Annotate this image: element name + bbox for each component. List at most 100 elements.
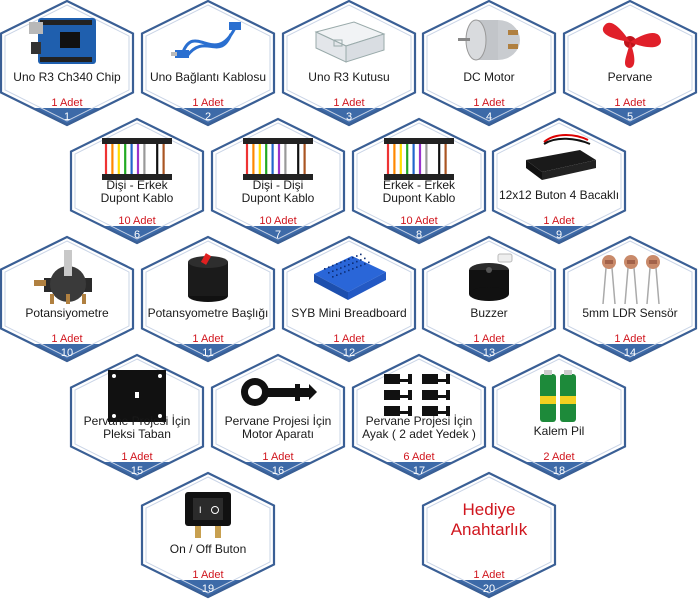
product-number: 16 [271, 465, 285, 477]
buzzer-icon [446, 248, 532, 306]
product-tile: Uno Bağlantı Kablosu 1 Adet 2 [140, 0, 276, 127]
product-tile: Potansiyometre 1 Adet 10 [0, 235, 135, 363]
product-quantity: 1 Adet [614, 333, 646, 345]
hex-frame [140, 0, 276, 127]
product-name: 5mm LDR Sensör [582, 306, 678, 320]
jumper-wires-icon [94, 130, 180, 188]
aa-battery-icon [516, 366, 602, 424]
svg-text:I: I [199, 505, 202, 515]
product-name-line: Erkek - Erkek [382, 178, 455, 192]
hex-frame [351, 353, 487, 481]
product-number: 15 [130, 465, 144, 477]
product-name: Potansyometre Başlığı [147, 306, 269, 320]
product-name-line: Pervane Projesi İçin [365, 414, 473, 428]
product-name: Potansiyometre [25, 306, 109, 320]
product-number: 2 [204, 111, 212, 123]
product-name-line: Pervane Projesi İçin [83, 414, 191, 428]
product-quantity: 1 Adet [192, 97, 224, 109]
knob-icon [165, 248, 251, 306]
product-name: Uno R3 Ch340 Chip [13, 70, 121, 84]
product-name: Pervane [607, 70, 653, 84]
breadboard-icon [306, 248, 392, 306]
product-quantity: 1 Adet [192, 569, 224, 581]
ldr-sensor-icon [587, 248, 673, 306]
product-name: SYB Mini Breadboard [291, 306, 407, 320]
hex-frame [210, 353, 346, 481]
product-quantity: 1 Adet [51, 333, 83, 345]
product-number: 6 [133, 229, 141, 241]
product-name: On / Off Buton [169, 542, 247, 556]
jumper-wires-icon [235, 130, 321, 188]
legs-icon [376, 366, 462, 424]
product-name: Uno R3 Kutusu [308, 70, 390, 84]
hex-frame [351, 117, 487, 245]
plexi-base-icon [94, 366, 180, 424]
hex-frame [562, 235, 698, 363]
product-name: DC Motor [463, 70, 515, 84]
product-name-line: Pleksi Taban [103, 427, 171, 441]
product-quantity: 1 Adet [51, 97, 83, 109]
product-quantity: 1 Adet [473, 97, 505, 109]
product-name: Buzzer [470, 306, 508, 320]
product-name-line: Dupont Kablo [382, 191, 456, 205]
product-number: 7 [274, 229, 282, 241]
gift-quantity: 1 Adet [473, 569, 505, 581]
product-quantity: 1 Adet [262, 451, 294, 463]
potentiometer-icon [24, 248, 110, 306]
product-number: 9 [555, 229, 563, 241]
gift-title-line: Hediye [462, 500, 516, 519]
jumper-wires-icon [376, 130, 462, 188]
product-number: 14 [623, 347, 637, 359]
product-name-line: Dişi - Dişi [252, 178, 304, 192]
battery-holder-icon [516, 130, 602, 188]
product-number: 18 [552, 465, 566, 477]
product-name-line: Motor Aparatı [241, 427, 315, 441]
usb-cable-icon [165, 12, 251, 70]
rocker-switch-icon: I [165, 484, 251, 542]
product-number: 17 [412, 465, 426, 477]
product-number: 8 [415, 229, 423, 241]
product-name-line: Ayak ( 2 adet Yedek ) [362, 427, 476, 441]
hex-frame [491, 353, 627, 481]
gift-title-line: Anahtarlık [450, 520, 528, 539]
propeller-icon [587, 12, 673, 70]
product-name: Uno Bağlantı Kablosu [149, 70, 267, 84]
dc-motor-icon [446, 12, 532, 70]
product-number: 10 [60, 347, 74, 359]
arduino-board-icon [24, 12, 110, 70]
product-name-line: Dupont Kablo [100, 191, 174, 205]
product-name: Kalem Pil [533, 424, 585, 438]
product-name-line: Pervane Projesi İçin [224, 414, 332, 428]
product-quantity: 1 Adet [121, 451, 153, 463]
product-quantity: 10 Adet [259, 215, 297, 227]
product-name-line: Dişi - Erkek [106, 178, 168, 192]
product-number: 11 [202, 347, 214, 359]
product-quantity: 1 Adet [473, 333, 505, 345]
product-number: 3 [345, 111, 353, 123]
product-number: 1 [63, 111, 71, 123]
product-name: 12x12 Buton 4 Bacaklı [498, 188, 620, 202]
motor-bracket-icon [235, 366, 321, 424]
product-quantity: 1 Adet [543, 215, 575, 227]
product-tile: 5mm LDR Sensör 1 Adet 14 [562, 235, 698, 363]
